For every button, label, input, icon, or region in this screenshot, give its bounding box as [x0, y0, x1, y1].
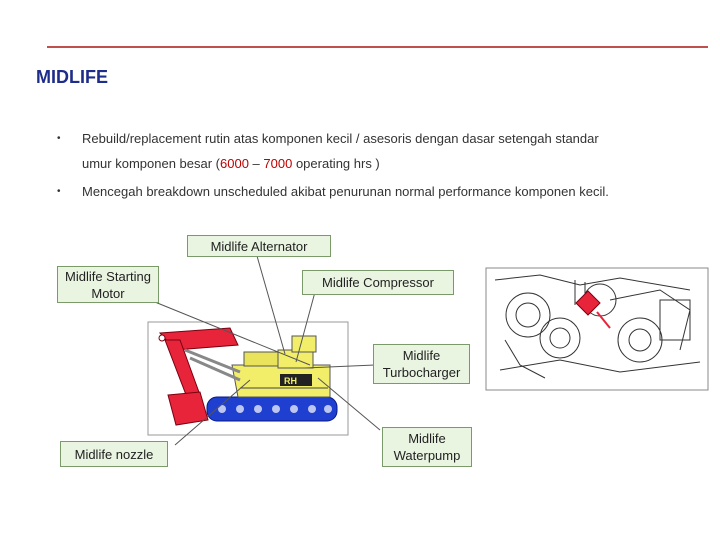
- callout-starting-motor-line1: Midlife Starting: [58, 268, 158, 285]
- callout-starting-motor-line2: Motor: [58, 285, 158, 302]
- callout-waterpump-line2: Waterpump: [383, 447, 471, 464]
- engine-illustration: [486, 268, 708, 390]
- machine-badge: RH: [284, 376, 297, 386]
- callout-waterpump-line1: Midlife: [383, 430, 471, 447]
- callout-turbocharger: Midlife Turbocharger: [373, 344, 470, 384]
- callout-compressor: Midlife Compressor: [302, 270, 454, 295]
- callout-alternator: Midlife Alternator: [187, 235, 331, 257]
- callout-compressor-label: Midlife Compressor: [322, 275, 434, 290]
- callout-turbocharger-line1: Midlife: [374, 347, 469, 364]
- callout-nozzle-label: Midlife nozzle: [75, 447, 154, 462]
- callout-turbocharger-line2: Turbocharger: [374, 364, 469, 381]
- callout-alternator-label: Midlife Alternator: [211, 239, 308, 254]
- callout-nozzle: Midlife nozzle: [60, 441, 168, 467]
- callout-waterpump: Midlife Waterpump: [382, 427, 472, 467]
- callout-starting-motor: Midlife Starting Motor: [57, 266, 159, 303]
